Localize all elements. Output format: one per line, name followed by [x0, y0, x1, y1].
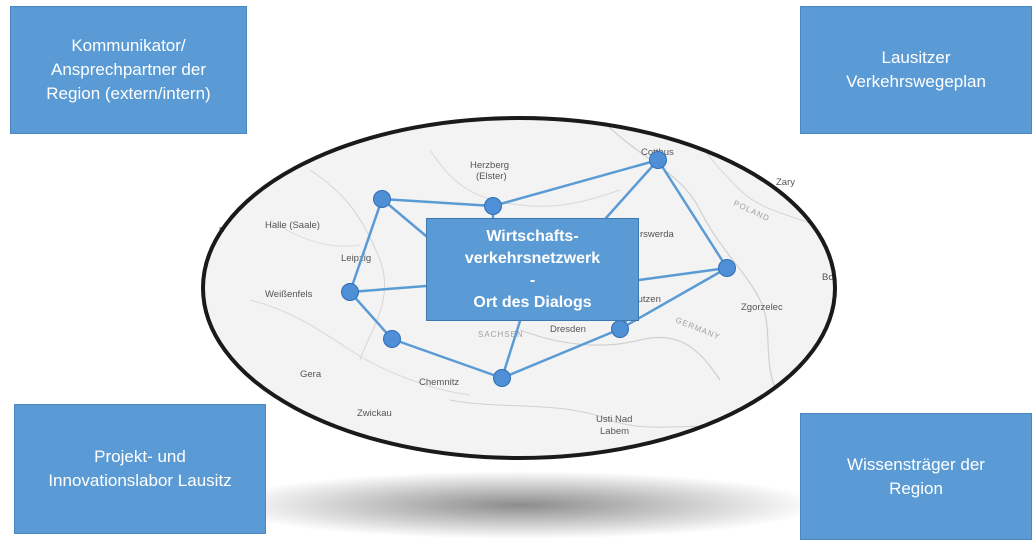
- city-label: Zwickau: [357, 408, 392, 419]
- city-label: Usti Nad: [596, 414, 632, 425]
- box-line: verkehrsnetzwerk: [464, 249, 601, 267]
- box-line: Kommunikator/: [71, 36, 186, 55]
- node: [373, 190, 391, 208]
- city-label: Gera: [300, 369, 322, 380]
- border-line: [269, 219, 361, 247]
- box-line: Projekt- und: [94, 447, 186, 466]
- box-line: Region (extern/intern): [46, 84, 211, 103]
- city-label: Zary: [776, 177, 795, 188]
- box-wissenstraeger: Wissensträger der Region: [800, 413, 1032, 540]
- node: [383, 330, 401, 348]
- city-label: Chemnitz: [419, 377, 459, 388]
- link: [380, 197, 495, 208]
- link: [656, 158, 729, 270]
- network-links: [348, 158, 729, 380]
- city-label: Labem: [600, 426, 629, 437]
- link: [348, 284, 428, 294]
- city-label: Bo: [822, 272, 834, 283]
- border-line: [429, 149, 621, 207]
- border-line: [309, 169, 386, 361]
- node: [484, 197, 502, 215]
- node: [649, 151, 667, 169]
- city-label: rswerda: [640, 229, 675, 240]
- node: [341, 283, 359, 301]
- link: [637, 266, 729, 282]
- link: [348, 197, 384, 294]
- border-line: [249, 299, 471, 396]
- city-label: Bautzen: [626, 294, 661, 305]
- node: [611, 320, 629, 338]
- region-label: SACHSEN: [478, 330, 524, 339]
- city-label: Zgorzelec: [741, 302, 783, 313]
- box-verkehrswegeplan: Lausitzer Verkehrswegeplan: [800, 6, 1032, 134]
- link: [491, 158, 660, 208]
- ellipse-shadow: [220, 471, 820, 539]
- link: [348, 290, 394, 341]
- border-line: [519, 329, 721, 381]
- city-label: Herzberg: [470, 160, 509, 171]
- box-line: -: [529, 271, 536, 289]
- node: [493, 369, 511, 387]
- link: [500, 327, 622, 380]
- box-line: Wissensträger der: [847, 454, 985, 474]
- city-label: Halle (Saale): [265, 220, 320, 231]
- city-label: Weißenfels: [265, 289, 313, 300]
- ellipse-frame: [201, 116, 837, 460]
- link: [380, 197, 428, 238]
- city-label: Leipzig: [341, 253, 371, 264]
- city-label: (Elster): [476, 171, 507, 182]
- box-line: Verkehrswegeplan: [846, 72, 986, 91]
- box-line: Ansprechpartner der: [51, 60, 206, 79]
- box-innovationslabor: Projekt- und Innovationslabor Lausitz: [14, 404, 266, 534]
- network-nodes: [341, 151, 736, 387]
- city-label: Dresden: [550, 324, 586, 335]
- link: [604, 158, 660, 220]
- box-line: Innovationslabor Lausitz: [48, 471, 232, 490]
- box-line: Region: [889, 478, 943, 498]
- box-wirtschaftsverkehrsnetzwerk: Wirtschafts- verkehrsnetzwerk - Ort des …: [426, 218, 639, 321]
- node: [718, 259, 736, 277]
- box-kommunikator: Kommunikator/ Ansprechpartner der Region…: [10, 6, 247, 134]
- box-line: Wirtschafts-: [486, 227, 579, 245]
- link: [500, 319, 522, 380]
- link: [390, 337, 504, 380]
- box-line: Lausitzer: [881, 48, 951, 67]
- box-line: Ort des Dialogs: [473, 293, 592, 311]
- map-labels: Herzberg (Elster) Cottbus Zary Halle (Sa…: [219, 147, 834, 437]
